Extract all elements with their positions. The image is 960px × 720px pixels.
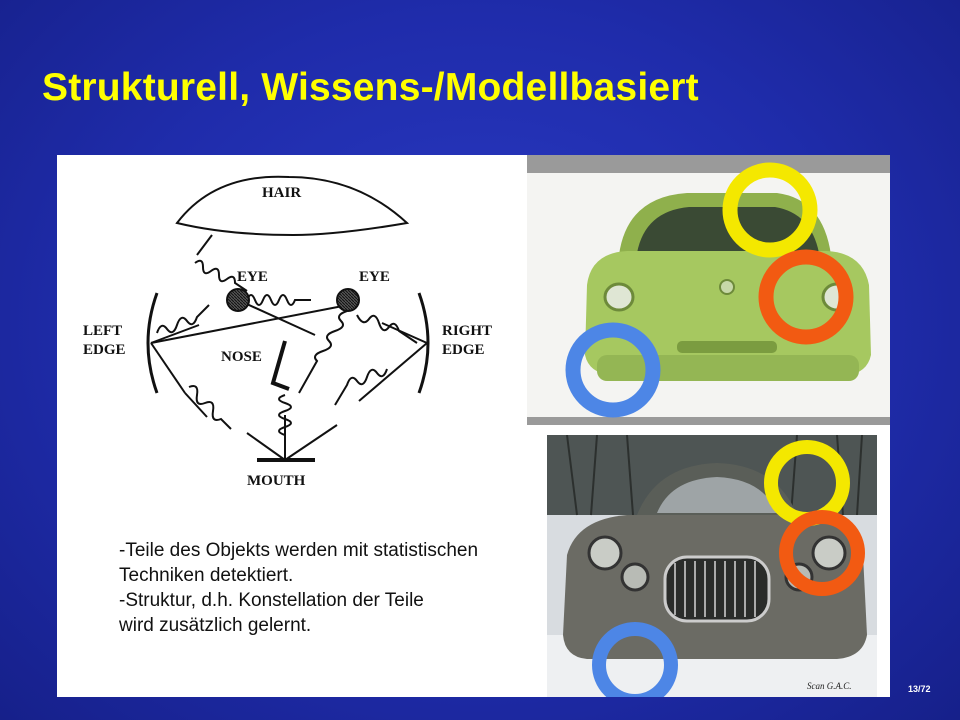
orange-ring-icon [779,510,865,596]
bullet-line: Techniken detektiert. [119,565,294,586]
nose-label: NOSE [221,349,262,365]
eye-left-label: EYE [237,269,268,285]
slide-title: Strukturell, Wissens-/Modellbasiert [42,66,699,109]
spring-leftedge-mouth [188,385,232,430]
left-edge-bracket [146,292,159,394]
yellow-ring-icon [722,162,818,258]
spring-hair-eye [194,259,248,292]
blue-ring-icon [592,622,678,697]
right-edge-bracket [417,292,430,394]
bullet-line: -Teile des Objekts werden mit statistisc… [119,540,479,561]
left-edge-label-2: EDGE [83,342,126,358]
spring-righteye-edge [356,314,418,344]
right-edge-label-1: RIGHT [442,323,492,339]
spring-eye-nose [298,310,348,394]
grey-car-photo: Scan G.A.C. [547,435,877,697]
face-model-diagram: HAIR EYE EYE LEFT EDGE RIGHT EDGE NOSE M… [83,175,492,489]
bullet-text: -Teile des Objekts werden mit statistisc… [119,538,559,638]
page-number: 13/72 [908,684,931,694]
right-eye-node [336,288,360,312]
hair-label: HAIR [262,185,301,201]
left-eye-node [226,288,250,312]
hair-shape [175,175,410,237]
bullet-line: -Struktur, d.h. Konstellation der Teile [119,590,424,611]
nose-shape [270,340,290,391]
green-car-body [585,193,871,381]
blue-ring-icon [565,322,661,418]
spring-nose-mouth [278,394,292,455]
right-edge-label-2: EDGE [442,342,485,358]
spring-rightedge-mouth [334,368,388,406]
content-panel: HAIR EYE EYE LEFT EDGE RIGHT EDGE NOSE M… [57,155,890,697]
spring-leftedge-eye [156,304,210,334]
green-car-photo [527,155,890,425]
photo-credit: Scan G.A.C. [807,681,852,691]
eye-right-label: EYE [359,269,390,285]
orange-ring-icon [758,249,854,345]
spring-eye-eye [246,294,311,306]
bullet-line: wird zusätzlich gelernt. [119,615,312,636]
left-edge-label-1: LEFT [83,323,122,339]
mouth-label: MOUTH [247,473,306,489]
